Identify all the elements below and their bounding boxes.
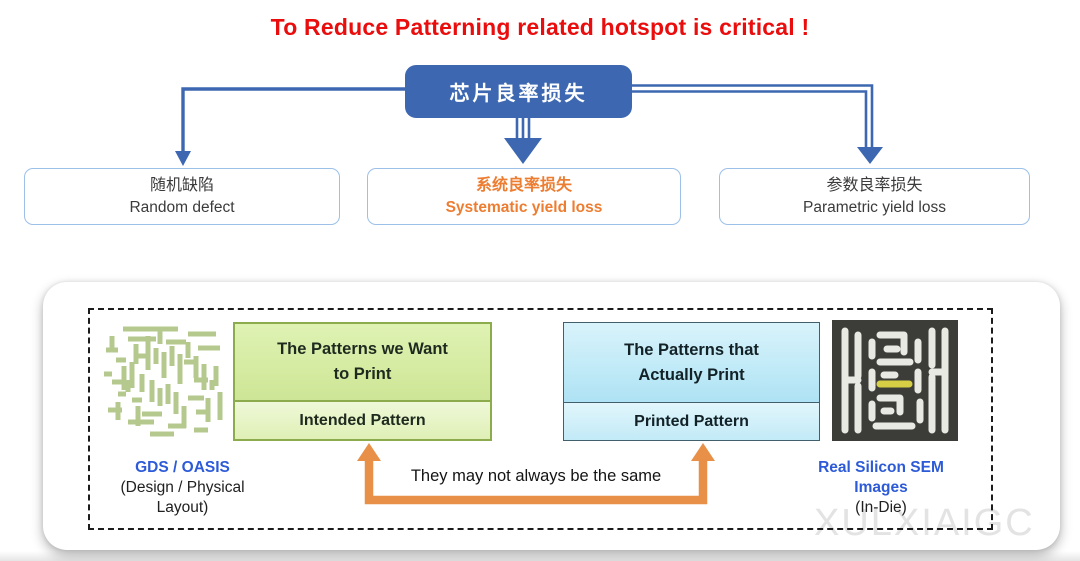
printed-pattern-box: The Patterns that Actually Print Printed… xyxy=(563,322,820,441)
flow-root-node: 芯片良率损失 xyxy=(405,65,632,118)
dashed-frame xyxy=(88,308,993,530)
systematic-yield-zh: 系统良率损失 xyxy=(475,176,572,194)
intended-title-prefix: The Patterns we xyxy=(277,340,404,359)
gds-caption: GDS / OASIS (Design / Physical Layout) xyxy=(95,458,270,518)
printed-title-suffix: Print xyxy=(707,365,745,384)
gds-caption-sub2: Layout) xyxy=(156,499,209,517)
sem-image xyxy=(832,320,958,441)
printed-title-bold: Actually xyxy=(638,365,703,384)
sem-caption-sub: (In-Die) xyxy=(855,499,907,517)
flow-box-parametric-yield-loss: 参数良率损失 Parametric yield loss xyxy=(719,168,1030,225)
gds-caption-title: GDS / OASIS xyxy=(135,459,230,476)
sem-caption-title1: Real Silicon SEM xyxy=(818,459,944,476)
intended-pattern-title: The Patterns we Want to Print xyxy=(235,324,490,402)
printed-pattern-label: Printed Pattern xyxy=(564,403,819,440)
intended-pattern-box: The Patterns we Want to Print Intended P… xyxy=(233,322,492,441)
random-defect-en: Random defect xyxy=(129,198,235,216)
flow-box-random-defect: 随机缺陷 Random defect xyxy=(24,168,340,225)
parametric-yield-zh: 参数良率损失 xyxy=(826,176,923,194)
printed-title-prefix: The Patterns that xyxy=(624,340,759,359)
gds-pattern-image xyxy=(104,326,223,437)
flow-box-systematic-yield-loss: 系统良率损失 Systematic yield loss xyxy=(367,168,681,225)
intended-title-suffix: to Print xyxy=(333,365,392,383)
intended-pattern-label: Intended Pattern xyxy=(235,402,490,439)
watermark: XULXIAIGC xyxy=(814,502,1035,544)
random-defect-zh: 随机缺陷 xyxy=(149,176,214,194)
down-arrow-middle xyxy=(504,118,542,164)
compare-note: They may not always be the same xyxy=(410,467,662,485)
sem-caption-title2: Images xyxy=(854,479,908,497)
gds-caption-sub1: (Design / Physical xyxy=(120,479,245,497)
bottom-shadow-strip xyxy=(0,551,1080,561)
printed-pattern-title: The Patterns that Actually Print xyxy=(564,323,819,403)
down-arrow-left xyxy=(175,87,405,166)
down-arrow-right xyxy=(631,84,883,164)
page-title: To Reduce Patterning related hotspot is … xyxy=(270,14,810,40)
parametric-yield-en: Parametric yield loss xyxy=(803,198,946,216)
intended-title-bold: Want xyxy=(408,340,448,359)
systematic-yield-en: Systematic yield loss xyxy=(445,198,603,216)
sem-caption: Real Silicon SEM Images (In-Die) xyxy=(792,458,970,518)
